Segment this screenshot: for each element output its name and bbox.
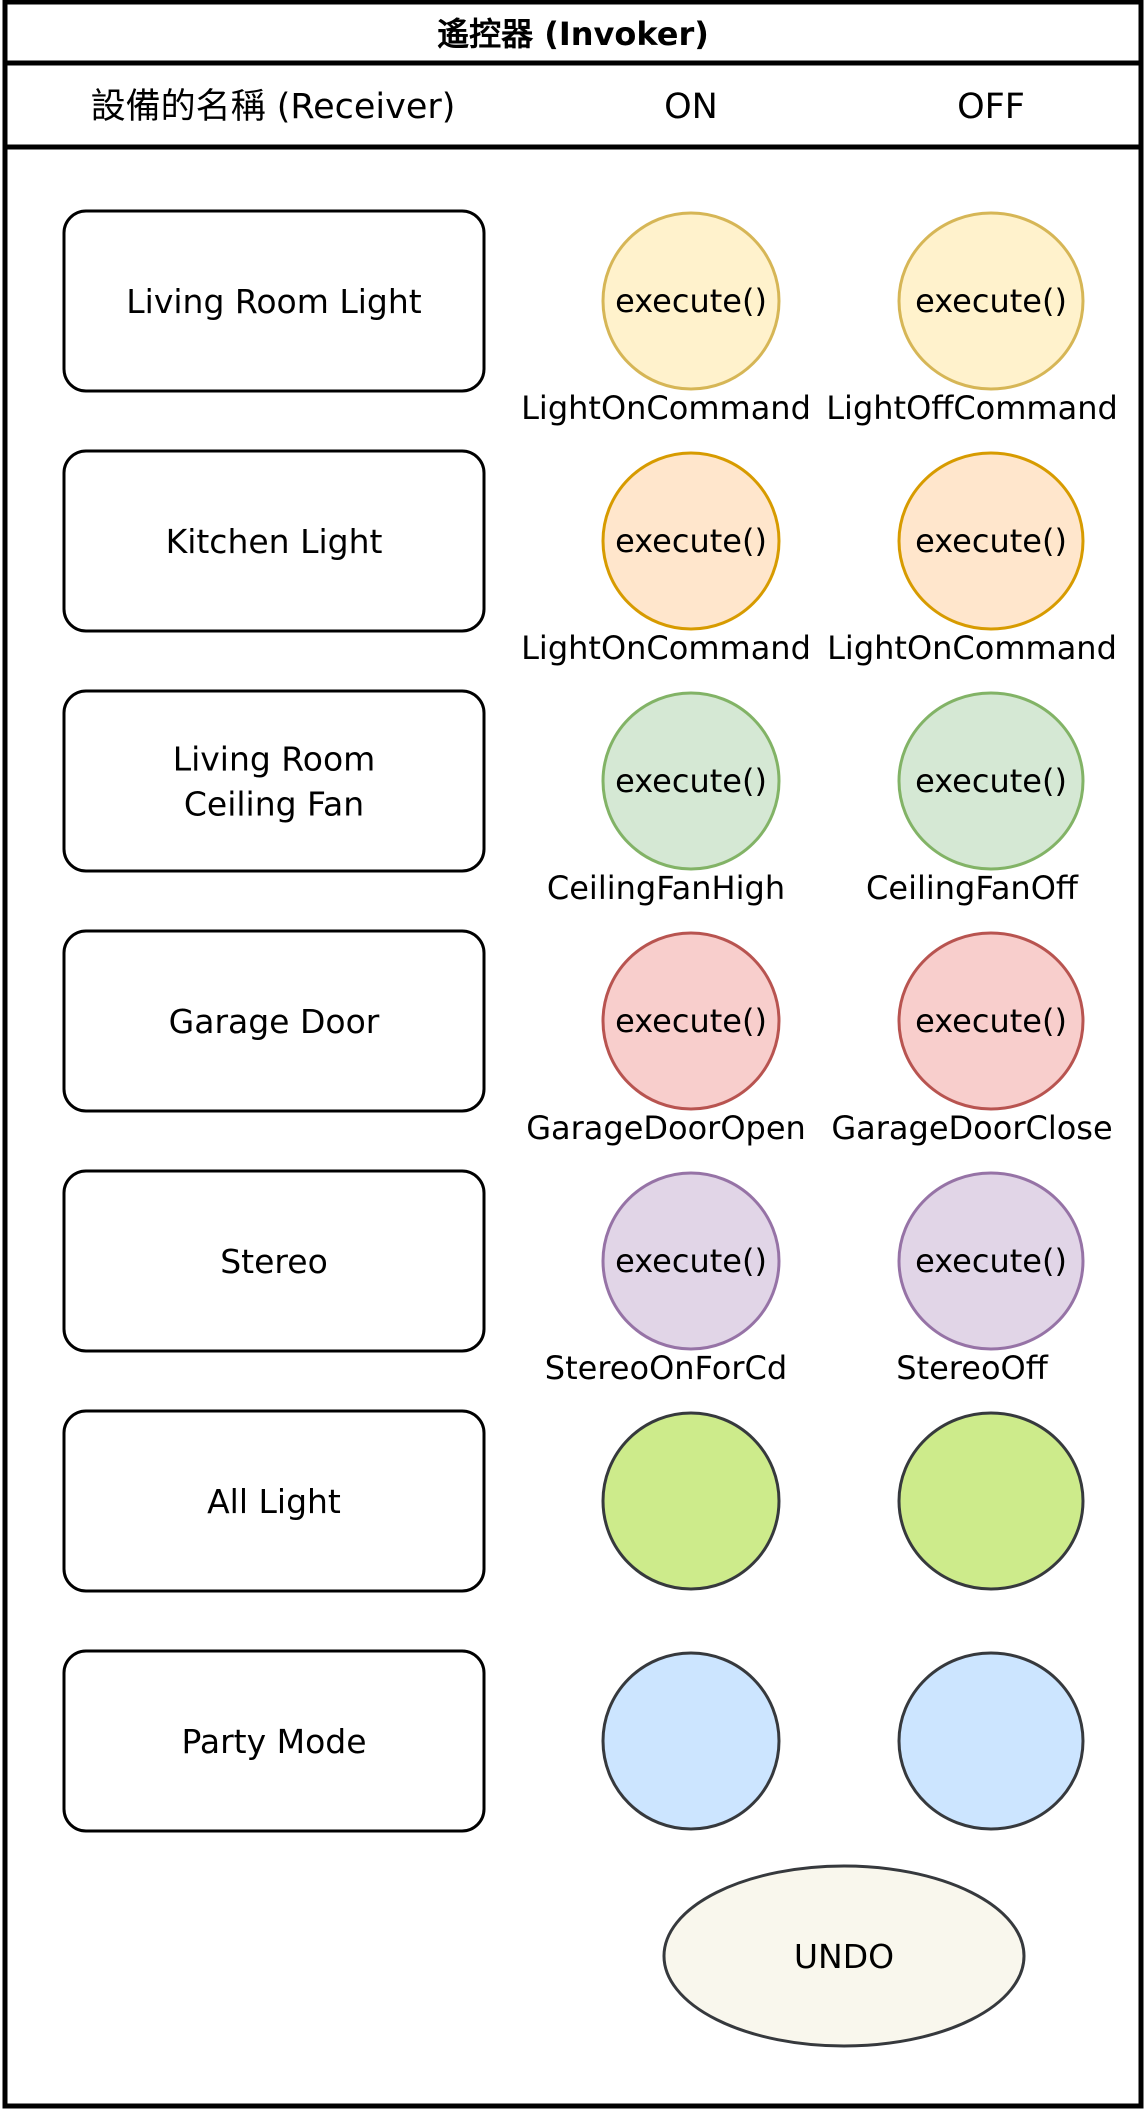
off-button-circle[interactable] <box>897 451 1085 631</box>
receiver-column-header: 設備的名稱 (Receiver) <box>91 87 456 127</box>
slot-row: Kitchen Light execute() LightOnCommand exec… <box>62 449 1117 667</box>
device-name: Kitchen Light <box>166 522 383 561</box>
on-button-label[interactable]: execute() <box>615 282 767 320</box>
on-button[interactable] <box>601 1411 781 1591</box>
off-button-label[interactable]: execute() <box>915 282 1067 320</box>
on-command-name: LightOnCommand <box>521 389 811 427</box>
on-button-circle[interactable] <box>601 1411 781 1591</box>
on-command-name: GarageDoorOpen <box>526 1109 806 1147</box>
on-button-circle[interactable] <box>601 931 781 1111</box>
off-button-circle[interactable] <box>897 691 1085 871</box>
slot-row: Garage Door execute() GarageDoorOpen execut… <box>62 929 1113 1147</box>
on-button-circle[interactable] <box>601 211 781 391</box>
off-command-name: StereoOff <box>896 1349 1048 1387</box>
off-button-label[interactable]: execute() <box>915 1002 1067 1040</box>
on-button[interactable]: execute() <box>601 931 781 1111</box>
off-button-label[interactable]: execute() <box>915 1242 1067 1280</box>
on-command-name: StereoOnForCd <box>545 1349 787 1387</box>
device-box <box>62 1409 486 1593</box>
off-button[interactable] <box>897 1411 1085 1591</box>
on-button-circle[interactable] <box>601 1651 781 1831</box>
slot-row: Party Mode <box>62 1649 1085 1833</box>
on-button-circle[interactable] <box>601 451 781 631</box>
slot-list: Living Room Light execute() LightOnCommand… <box>62 209 1118 1833</box>
remote-title: 遙控器 (Invoker) <box>437 15 709 53</box>
on-button-label[interactable]: execute() <box>615 522 767 560</box>
off-button-label[interactable]: execute() <box>915 522 1067 560</box>
off-command-name: GarageDoorClose <box>831 1109 1112 1147</box>
on-button-label[interactable]: execute() <box>615 1002 767 1040</box>
on-column-header: ON <box>664 87 718 127</box>
device-box <box>62 209 486 393</box>
on-button-label[interactable]: execute() <box>615 762 767 800</box>
on-command-name: LightOnCommand <box>521 629 811 667</box>
slot-row: Stereo execute() StereoOnForCd execute() Ste… <box>62 1169 1085 1387</box>
off-button[interactable] <box>897 1651 1085 1831</box>
off-button-circle[interactable] <box>897 1651 1085 1831</box>
on-button[interactable]: execute() <box>601 451 781 631</box>
slot-row: Living Room Light execute() LightOnCommand… <box>62 209 1118 427</box>
device-name: Party Mode <box>181 1722 366 1761</box>
off-command-name: LightOffCommand <box>826 389 1118 427</box>
on-button-circle[interactable] <box>601 691 781 871</box>
off-column-header: OFF <box>957 87 1025 127</box>
device-name: Stereo <box>220 1242 328 1281</box>
device-box <box>62 689 486 873</box>
device-name: Garage Door <box>169 1002 380 1041</box>
device-name: Ceiling Fan <box>184 785 364 824</box>
device-box <box>62 1649 486 1833</box>
device-box <box>62 1169 486 1353</box>
device-name: All Light <box>207 1482 341 1521</box>
on-button-circle[interactable] <box>601 1171 781 1351</box>
off-button-label[interactable]: execute() <box>915 762 1067 800</box>
device-name: Living Room Light <box>126 282 421 321</box>
on-button[interactable] <box>601 1651 781 1831</box>
off-button[interactable]: execute() <box>897 931 1085 1111</box>
off-button[interactable]: execute() <box>897 691 1085 871</box>
device-name: Living Room <box>173 740 376 779</box>
off-button-circle[interactable] <box>897 931 1085 1111</box>
off-button-circle[interactable] <box>897 211 1085 391</box>
off-button-circle[interactable] <box>897 1171 1085 1351</box>
off-button[interactable]: execute() <box>897 211 1085 391</box>
on-button-label[interactable]: execute() <box>615 1242 767 1280</box>
off-command-name: LightOnCommand <box>827 629 1117 667</box>
device-box <box>62 449 486 633</box>
device-box <box>62 929 486 1113</box>
on-button[interactable]: execute() <box>601 211 781 391</box>
undo-label[interactable]: UNDO <box>794 1937 894 1976</box>
off-button[interactable]: execute() <box>897 451 1085 631</box>
on-command-name: CeilingFanHigh <box>547 869 785 907</box>
slot-row: All Light <box>62 1409 1085 1593</box>
undo-ellipse[interactable] <box>662 1864 1026 2048</box>
off-button[interactable]: execute() <box>897 1171 1085 1351</box>
off-command-name: CeilingFanOff <box>866 869 1079 907</box>
undo-button[interactable]: UNDO <box>662 1864 1026 2048</box>
on-button[interactable]: execute() <box>601 691 781 871</box>
off-button-circle[interactable] <box>897 1411 1085 1591</box>
on-button[interactable]: execute() <box>601 1171 781 1351</box>
